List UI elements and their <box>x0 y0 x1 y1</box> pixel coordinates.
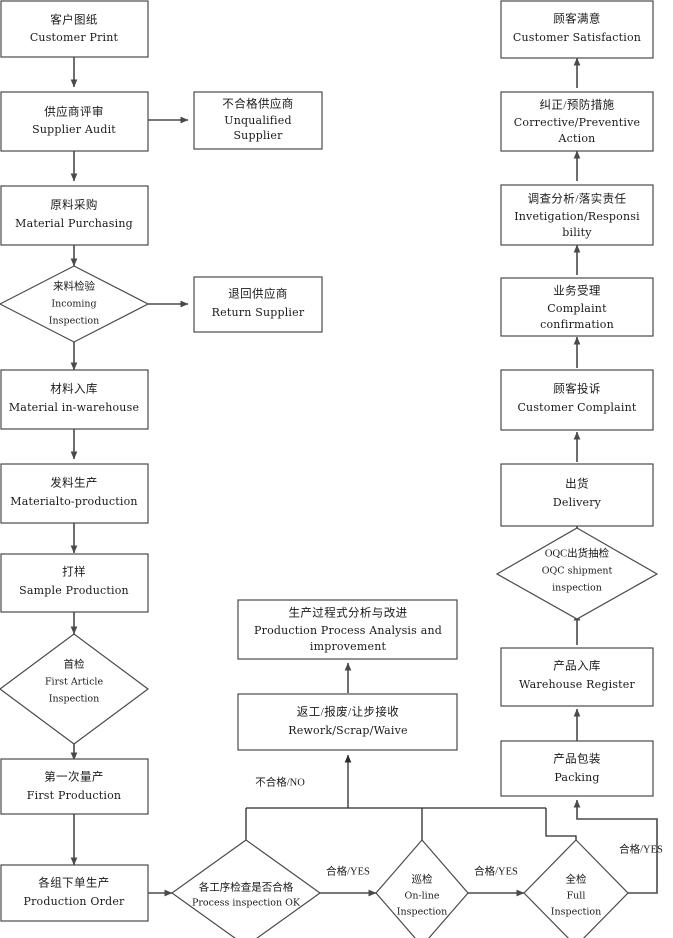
node-rework-scrap-waive[interactable]: 返工/报废/让步接收 Rework/Scrap/Waive <box>237 693 458 751</box>
node-corrective-en-0: Corrective/Preventive <box>514 116 640 129</box>
node-online-inspection-en-1: Inspection <box>397 907 447 918</box>
node-material-purchasing-en-0: Material Purchasing <box>15 217 133 230</box>
node-production-order-cn: 各组下单生产 <box>38 876 109 890</box>
node-incoming-inspection[interactable]: 来料检验 Incoming Inspection <box>0 265 150 343</box>
node-return-supplier-cn: 退回供应商 <box>228 287 288 301</box>
node-process-analysis-en-0: Production Process Analysis and <box>254 624 442 637</box>
node-material-in-warehouse-cn: 材料入库 <box>50 382 98 396</box>
edge-label-no: 不合格/NO <box>255 775 305 788</box>
node-material-in-warehouse-en-0: Material in-warehouse <box>9 401 139 414</box>
node-supplier-audit-cn: 供应商评审 <box>44 105 104 119</box>
node-full-inspection-en-1: Inspection <box>551 907 601 918</box>
node-material-in-warehouse[interactable]: 材料入库 Material in-warehouse <box>0 369 149 430</box>
node-material-to-production[interactable]: 发料生产 Materialto-production <box>0 463 149 524</box>
node-delivery[interactable]: 出货 Delivery <box>500 463 654 527</box>
node-sample-production[interactable]: 打样 Sample Production <box>0 553 149 613</box>
node-return-supplier-en-0: Return Supplier <box>212 306 305 319</box>
node-incoming-inspection-cn: 来料检验 <box>53 279 95 292</box>
node-oqc-en-1: inspection <box>552 583 602 594</box>
node-corrective-preventive-action[interactable]: 纠正/预防措施 Corrective/Preventive Action <box>500 91 654 152</box>
node-unqualified-supplier-en-0: Unqualified <box>224 114 291 127</box>
node-customer-satisfaction-cn: 顾客满意 <box>553 12 601 26</box>
node-sample-production-en-0: Sample Production <box>19 584 129 597</box>
node-first-production[interactable]: 第一次量产 First Production <box>0 758 149 815</box>
node-customer-complaint[interactable]: 顾客投诉 Customer Complaint <box>500 369 654 431</box>
node-complaint-confirmation[interactable]: 业务受理 Complaint confirmation <box>500 277 654 337</box>
node-oqc-en-0: OQC shipment <box>542 566 613 577</box>
node-investigation-en-0: Invetigation/Responsi <box>514 210 640 223</box>
node-rework-en-0: Rework/Scrap/Waive <box>288 724 407 737</box>
node-first-production-en-0: First Production <box>27 789 121 802</box>
node-process-analysis[interactable]: 生产过程式分析与改进 Production Process Analysis a… <box>237 599 458 660</box>
edge-label-yes-full-packing: 合格/YES <box>619 842 663 855</box>
node-material-purchasing-cn: 原料采购 <box>50 198 98 212</box>
node-material-to-production-en-0: Materialto-production <box>10 495 137 508</box>
node-oqc-cn: OQC出货抽检 <box>545 546 610 559</box>
node-customer-complaint-cn: 顾客投诉 <box>553 382 601 396</box>
node-unqualified-supplier-cn: 不合格供应商 <box>222 97 293 111</box>
node-supplier-audit[interactable]: 供应商评审 Supplier Audit <box>0 91 149 152</box>
node-customer-print-cn: 客户图纸 <box>50 13 98 27</box>
node-unqualified-supplier[interactable]: 不合格供应商 Unqualified Supplier <box>193 91 323 150</box>
node-warehouse-register-cn: 产品入库 <box>553 659 601 673</box>
node-production-order-en-0: Production Order <box>24 895 126 908</box>
node-first-article-en-1: Inspection <box>49 694 99 705</box>
node-investigation-en-1: bility <box>562 226 592 239</box>
node-delivery-en-0: Delivery <box>553 496 602 509</box>
node-investigation-cn: 调查分析/落实责任 <box>528 192 627 206</box>
edge-label-yes-process-online: 合格/YES <box>326 864 370 877</box>
node-full-inspection-en-0: Full <box>567 891 586 902</box>
node-material-purchasing[interactable]: 原料采购 Material Purchasing <box>0 185 149 246</box>
node-process-inspection-cn: 各工序检查是否合格 <box>199 880 294 893</box>
edge-full-to-packing <box>573 799 658 894</box>
node-online-inspection[interactable]: 巡检 On-line Inspection <box>375 839 469 938</box>
node-complaint-confirmation-en-0: Complaint <box>547 302 607 315</box>
node-packing[interactable]: 产品包装 Packing <box>500 740 654 797</box>
node-complaint-confirmation-cn: 业务受理 <box>553 284 601 298</box>
node-material-to-production-cn: 发料生产 <box>50 476 98 490</box>
node-customer-print[interactable]: 客户图纸 Customer Print <box>0 0 149 58</box>
node-customer-satisfaction-en-0: Customer Satisfaction <box>513 31 641 44</box>
node-customer-print-en-0: Customer Print <box>30 31 119 44</box>
node-warehouse-register-en-0: Warehouse Register <box>519 678 635 691</box>
node-corrective-en-1: Action <box>558 132 596 145</box>
node-delivery-cn: 出货 <box>565 477 589 491</box>
node-investigation-responsibility[interactable]: 调查分析/落实责任 Invetigation/Responsi bility <box>500 184 654 246</box>
node-customer-complaint-en-0: Customer Complaint <box>517 401 636 414</box>
edge-label-layer: 不合格/NO 合格/YES 合格/YES 合格/YES <box>255 775 663 877</box>
node-full-inspection-cn: 全检 <box>566 872 587 885</box>
node-oqc-shipment-inspection[interactable]: OQC出货抽检 OQC shipment inspection <box>495 527 659 620</box>
node-packing-en-0: Packing <box>554 771 599 784</box>
node-production-order[interactable]: 各组下单生产 Production Order <box>0 864 149 922</box>
node-warehouse-register[interactable]: 产品入库 Warehouse Register <box>500 647 654 707</box>
node-process-inspection-en-0: Process inspection OK <box>192 898 301 909</box>
node-supplier-audit-en-0: Supplier Audit <box>32 123 116 136</box>
node-customer-satisfaction[interactable]: 顾客满意 Customer Satisfaction <box>500 0 654 59</box>
node-corrective-cn: 纠正/预防措施 <box>540 98 615 112</box>
node-first-article-en-0: First Article <box>45 677 104 688</box>
node-first-article-cn: 首检 <box>64 657 85 670</box>
node-process-analysis-en-1: improvement <box>310 640 387 653</box>
node-incoming-inspection-en-0: Incoming <box>51 299 96 310</box>
node-return-supplier[interactable]: 退回供应商 Return Supplier <box>193 276 323 333</box>
node-packing-cn: 产品包装 <box>553 752 601 766</box>
node-first-article-inspection[interactable]: 首检 First Article Inspection <box>0 633 150 745</box>
node-online-inspection-cn: 巡检 <box>412 872 433 885</box>
node-process-inspection[interactable]: 各工序检查是否合格 Process inspection OK <box>170 839 322 938</box>
edge-label-yes-online-full: 合格/YES <box>474 864 518 877</box>
node-unqualified-supplier-en-1: Supplier <box>233 129 283 142</box>
node-online-inspection-en-0: On-line <box>405 891 440 902</box>
node-first-production-cn: 第一次量产 <box>44 770 104 784</box>
node-incoming-inspection-en-1: Inspection <box>49 316 99 327</box>
node-sample-production-cn: 打样 <box>62 565 86 579</box>
node-process-analysis-cn: 生产过程式分析与改进 <box>289 606 408 620</box>
node-rework-cn: 返工/报废/让步接收 <box>297 705 399 719</box>
node-complaint-confirmation-en-1: confirmation <box>540 318 614 331</box>
node-full-inspection[interactable]: 全检 Full Inspection <box>523 839 629 938</box>
